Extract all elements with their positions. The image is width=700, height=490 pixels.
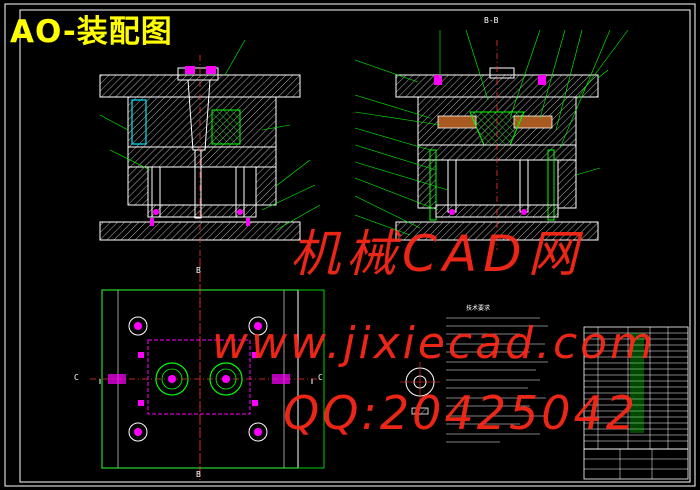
section-label-top: B-B	[484, 16, 499, 25]
side-section-view	[354, 29, 629, 250]
watermark-qq: QQ:20425042	[283, 386, 639, 440]
watermark-site-name: 机械CAD网	[290, 225, 584, 283]
plan-view	[90, 258, 325, 480]
section-label-plan-top: B	[196, 266, 201, 275]
title-block	[583, 448, 689, 480]
tech-requirements-lines	[446, 317, 548, 443]
inner-border	[19, 9, 691, 483]
front-section-view	[99, 39, 321, 480]
outer-border	[4, 3, 696, 487]
watermark-url: www.jixiecad.com	[212, 318, 656, 369]
drawing-title: AO-装配图	[10, 14, 173, 50]
section-label-plan-left: C	[74, 373, 79, 382]
section-label-plan-right: C	[318, 373, 323, 382]
part-detail	[400, 362, 440, 415]
section-label-plan-bottom: B	[196, 470, 201, 479]
tech-requirements-title: 技术要求	[466, 305, 491, 312]
